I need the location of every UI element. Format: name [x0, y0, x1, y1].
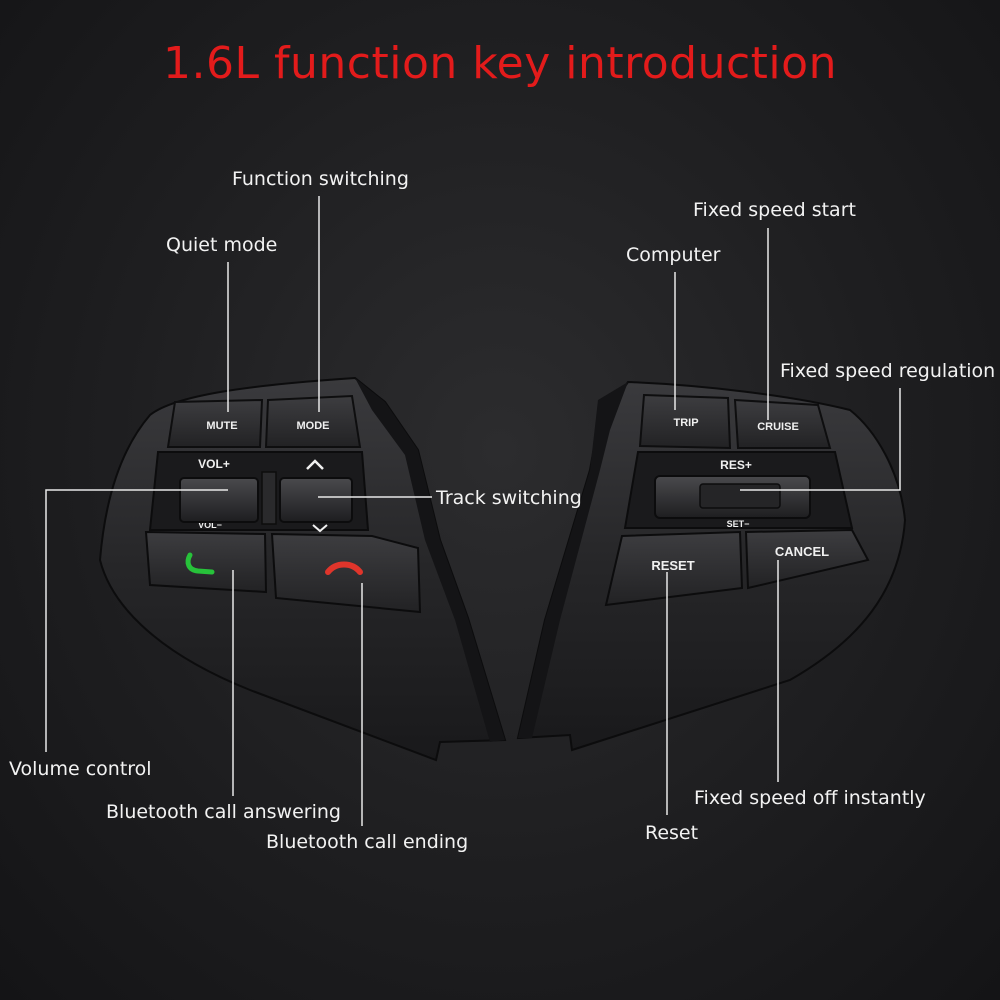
leader-fixed-speed-regulation: [740, 388, 901, 491]
label-function-switching: Function switching: [232, 168, 409, 190]
volume-rocker[interactable]: [179, 477, 259, 523]
track-down-chevron-icon: [312, 524, 328, 533]
label-quiet-mode: Quiet mode: [166, 234, 278, 256]
left-control-panel: MUTE MODE VOL+ VOL−: [98, 376, 507, 762]
right-control-panel: TRIP CRUISE RES+ SET− RESET CANCEL: [516, 380, 907, 752]
speed-rocker[interactable]: [654, 475, 811, 519]
set-minus-label: SET−: [727, 519, 750, 529]
rocker-divider: [261, 471, 277, 525]
res-plus-label: RES+: [720, 458, 752, 472]
right-panel-edge: [518, 382, 628, 738]
trip-button[interactable]: TRIP: [638, 393, 732, 450]
call-end-button[interactable]: [270, 532, 422, 614]
leader-lines: [45, 196, 901, 826]
reset-button[interactable]: RESET: [604, 530, 744, 607]
label-fixed-speed-regulation: Fixed speed regulation: [780, 360, 996, 382]
vol-plus-label: VOL+: [198, 457, 230, 471]
label-track-switching: Track switching: [436, 487, 582, 509]
phone-hangup-icon: [325, 561, 363, 575]
label-fixed-speed-off: Fixed speed off instantly: [694, 787, 926, 809]
label-bt-end: Bluetooth call ending: [266, 831, 469, 853]
label-reset: Reset: [645, 822, 699, 844]
label-bt-answer: Bluetooth call answering: [106, 801, 341, 823]
call-answer-button[interactable]: [144, 530, 268, 594]
mode-button[interactable]: MODE: [264, 394, 362, 448]
vol-minus-label: VOL−: [198, 520, 222, 530]
track-up-chevron-icon: [306, 459, 324, 470]
label-computer: Computer: [626, 244, 721, 266]
cancel-button-label: CANCEL: [775, 544, 829, 559]
reset-button-label: RESET: [651, 558, 694, 573]
mute-button-label: MUTE: [206, 420, 237, 432]
cancel-button[interactable]: CANCEL: [744, 528, 870, 590]
phone-answer-icon: [185, 552, 215, 575]
cruise-button-label: CRUISE: [757, 421, 799, 433]
trip-button-label: TRIP: [673, 417, 698, 429]
page-title: 1.6L function key introduction: [163, 38, 837, 89]
mode-button-label: MODE: [297, 420, 330, 432]
label-volume-control: Volume control: [9, 758, 152, 780]
label-fixed-speed-start: Fixed speed start: [693, 199, 856, 221]
left-panel-edge: [355, 378, 505, 742]
track-rocker[interactable]: [279, 477, 353, 523]
cruise-button[interactable]: CRUISE: [733, 398, 832, 449]
mute-button[interactable]: MUTE: [166, 398, 264, 448]
leader-volume-control: [45, 489, 228, 752]
